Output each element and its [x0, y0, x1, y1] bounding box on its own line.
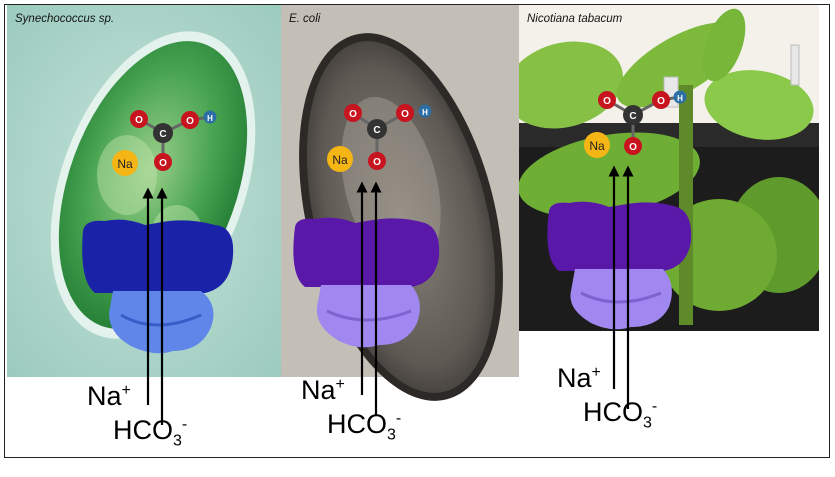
svg-text:Na: Na [332, 153, 348, 167]
svg-text:C: C [373, 125, 380, 136]
svg-text:O: O [349, 109, 357, 120]
svg-text:H: H [677, 94, 683, 103]
svg-text:O: O [159, 158, 167, 169]
svg-text:Na: Na [117, 157, 133, 171]
arrows-panel-1 [142, 187, 168, 425]
transporter-protein-purple [293, 217, 440, 348]
svg-text:C: C [159, 129, 166, 140]
svg-text:O: O [603, 96, 611, 107]
molecule-panel-3: O C O H O Na [584, 90, 687, 158]
svg-text:O: O [373, 157, 381, 168]
molecule-panel-2: O C O H O Na [327, 104, 432, 172]
arrows-panel-2 [356, 181, 382, 415]
svg-text:O: O [657, 96, 665, 107]
bicarbonate-label: HCO3- [583, 397, 658, 432]
diagram-overlay: O C O H O Na O C O H O Na O C [82, 90, 692, 425]
svg-text:H: H [207, 114, 213, 123]
panel-title: E. coli [289, 13, 321, 25]
sodium-label: Na+ [301, 375, 345, 405]
svg-text:O: O [629, 142, 637, 153]
panel-title: Nicotiana tabacum [527, 13, 623, 25]
sodium-label: Na+ [557, 363, 601, 393]
arrows-panel-3 [608, 165, 634, 409]
svg-text:O: O [401, 109, 409, 120]
svg-text:Na: Na [589, 139, 605, 153]
svg-text:O: O [135, 115, 143, 126]
sodium-label: Na+ [87, 381, 131, 411]
figure-frame: Synechococcus sp. E. coli [4, 4, 830, 458]
bicarbonate-label: HCO3- [113, 415, 188, 450]
svg-text:O: O [186, 116, 194, 127]
panel-title: Synechococcus sp. [15, 13, 115, 25]
svg-text:H: H [422, 108, 428, 117]
bicarbonate-label: HCO3- [327, 409, 402, 444]
molecule-panel-1: O C O H O Na [112, 110, 217, 176]
svg-text:C: C [629, 111, 636, 122]
transporter-protein-purple-2 [547, 201, 692, 330]
transporter-protein-blue [82, 219, 234, 354]
